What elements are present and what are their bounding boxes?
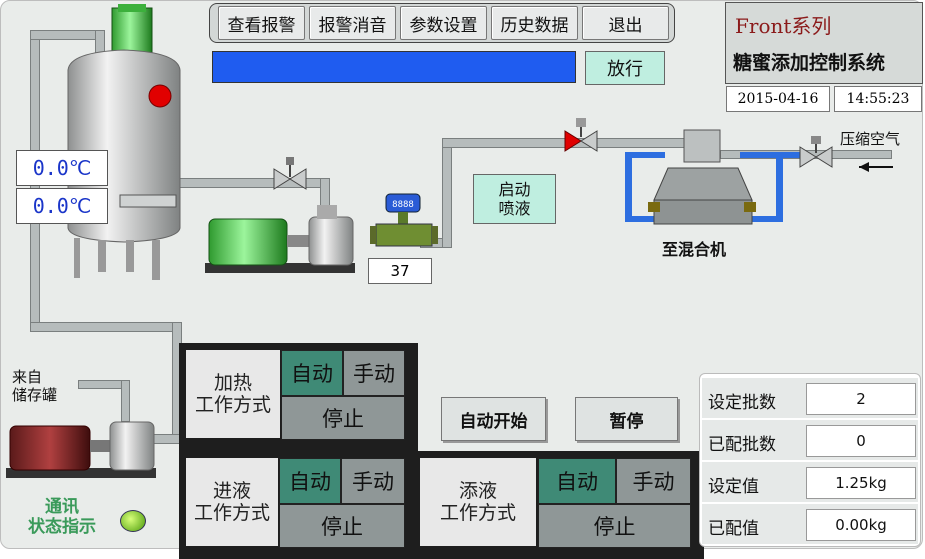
- compressed-air-label: 压缩空气: [840, 130, 901, 148]
- done-value-field: 0.00kg: [806, 509, 916, 541]
- feed-auto-button[interactable]: 自动: [279, 458, 341, 504]
- history-data-button[interactable]: 历史数据: [491, 6, 578, 40]
- date-display: 2015-04-16: [726, 86, 830, 112]
- title-panel: [725, 2, 923, 84]
- feed-stop-button[interactable]: 停止: [279, 504, 405, 548]
- auto-start-button[interactable]: 自动开始: [441, 397, 546, 441]
- from-storage-label: 来自 储存罐: [12, 368, 58, 404]
- mixer-spray-nozzle-icon: [648, 129, 756, 225]
- heat-manual-button[interactable]: 手动: [343, 350, 405, 396]
- air-pipe: [740, 152, 780, 158]
- add-stop-button[interactable]: 停止: [538, 504, 691, 548]
- silence-alarm-button[interactable]: 报警消音: [309, 6, 396, 40]
- air-pipe: [625, 152, 665, 158]
- valve-icon[interactable]: [270, 155, 310, 195]
- flow-meter-icon: 8888: [370, 193, 438, 247]
- view-alarm-button[interactable]: 查看报警: [218, 6, 305, 40]
- air-pipe: [625, 152, 632, 222]
- comm-status-label: 通讯 状态指示: [28, 497, 96, 537]
- exit-button[interactable]: 退出: [582, 6, 669, 40]
- comm-status-indicator: [120, 510, 146, 532]
- add-auto-button[interactable]: 自动: [538, 458, 616, 504]
- series-title: Front系列: [735, 14, 832, 38]
- temperature-readout-2: 0.0℃: [16, 188, 108, 224]
- add-manual-button[interactable]: 手动: [616, 458, 691, 504]
- air-valve-icon[interactable]: [798, 135, 834, 171]
- air-pipe: [776, 152, 806, 158]
- air-pipe: [625, 216, 655, 222]
- heat-mode-label: 加热 工作方式: [186, 350, 280, 438]
- feed-mode-label: 进液 工作方式: [186, 458, 278, 546]
- to-mixer-label: 至混合机: [662, 240, 727, 259]
- flow-readout: 37: [368, 258, 432, 284]
- param-settings-button[interactable]: 参数设置: [400, 6, 487, 40]
- set-batches-label: 设定批数: [708, 393, 776, 413]
- set-value-label: 设定值: [708, 477, 759, 497]
- pipe: [30, 322, 182, 332]
- status-bar: [212, 51, 576, 83]
- air-pipe: [750, 216, 780, 222]
- add-mode-label: 添液 工作方式: [420, 458, 536, 546]
- feed-manual-button[interactable]: 手动: [341, 458, 405, 504]
- pipe: [442, 138, 452, 248]
- heat-stop-button[interactable]: 停止: [281, 396, 405, 440]
- solenoid-valve-icon[interactable]: [562, 117, 602, 157]
- temperature-readout-1: 0.0℃: [16, 150, 108, 186]
- heat-auto-button[interactable]: 自动: [281, 350, 343, 396]
- svg-text:8888: 8888: [392, 200, 414, 210]
- time-display: 14:55:23: [834, 86, 922, 112]
- done-value-label: 已配值: [708, 519, 759, 539]
- release-button[interactable]: 放行: [585, 51, 665, 85]
- pump-motor-icon: [205, 205, 355, 273]
- feed-pump-icon: [6, 421, 156, 478]
- arrow-left-icon: [859, 162, 893, 172]
- start-spray-button[interactable]: 启动 喷液: [473, 174, 556, 224]
- done-batches-field: 0: [806, 425, 916, 457]
- set-value-field[interactable]: 1.25kg: [806, 467, 916, 499]
- set-batches-field[interactable]: 2: [806, 383, 916, 415]
- done-batches-label: 已配批数: [708, 435, 776, 455]
- pause-button[interactable]: 暂停: [575, 397, 678, 441]
- storage-tank-icon: [67, 4, 181, 280]
- air-pipe: [776, 152, 783, 222]
- system-title: 糖蜜添加控制系统: [733, 52, 886, 74]
